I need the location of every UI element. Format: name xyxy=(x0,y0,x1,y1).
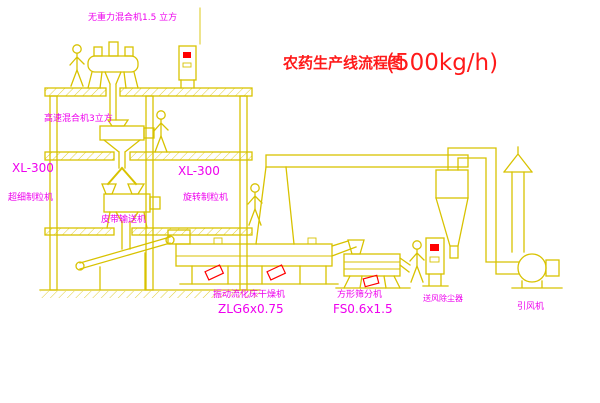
label-granulator-left-model: XL-300 xyxy=(12,161,54,175)
indicator-panel xyxy=(183,52,191,58)
dryer-outlet-chute xyxy=(331,240,357,257)
cyclone-separator-drawing xyxy=(435,169,469,259)
floor-slab xyxy=(131,227,253,236)
exhaust-stack xyxy=(503,146,533,253)
control-cabinet-1 xyxy=(178,45,197,89)
page-title-capacity: (500kg/h) xyxy=(386,50,498,76)
floor-slab xyxy=(129,151,253,161)
sieve-drawing xyxy=(335,239,411,289)
granulator-drawing xyxy=(101,183,161,250)
exhaust-hood xyxy=(255,166,295,245)
label-induced-fan: 引风机 xyxy=(517,300,544,312)
page-title: 农药生产线流程图 xyxy=(282,54,403,72)
label-sieve-name: 方形筛分机 xyxy=(337,288,382,300)
floor-slab xyxy=(44,227,115,236)
vibration-motor xyxy=(204,264,225,281)
cyclone-outlet-pipe xyxy=(447,147,520,275)
worker-figure xyxy=(153,110,169,153)
label-granulator-left-name: 超细制粒机 xyxy=(8,191,53,203)
gravity-mixer-drawing xyxy=(87,41,139,121)
control-cabinet-2 xyxy=(422,237,449,287)
vibration-motor xyxy=(362,274,380,288)
column xyxy=(239,95,248,291)
vibration-motor xyxy=(266,264,287,281)
label-sieve-model: FS0.6x1.5 xyxy=(333,302,393,316)
label-dust-collector: 送风除尘器 xyxy=(423,293,463,303)
floor-slab xyxy=(119,87,253,97)
label-belt-conveyor: 皮带输送机 xyxy=(101,213,146,225)
label-high-speed-mixer: 高速混合机3立方 xyxy=(44,112,113,124)
label-gravity-mixer: 无重力混合机1.5 立方 xyxy=(88,11,177,23)
belt-conveyor-drawing xyxy=(75,235,175,291)
label-granulator-mid-name: 旋转制粒机 xyxy=(183,191,228,203)
sieve-discharge-spouts xyxy=(399,257,411,273)
ground-hatch xyxy=(40,291,260,298)
main-duct xyxy=(265,154,469,168)
indicator-panel xyxy=(430,244,439,251)
column xyxy=(145,95,154,291)
label-dryer-model: ZLG6x0.75 xyxy=(218,302,284,316)
label-dryer-name: 振动流化床干燥机 xyxy=(213,288,285,300)
fluid-bed-dryer-drawing xyxy=(167,166,357,285)
worker-figure xyxy=(409,240,425,283)
floor-slab xyxy=(44,151,115,161)
floor-slab xyxy=(44,87,107,97)
building-structure xyxy=(39,7,261,298)
label-granulator-mid-model: XL-300 xyxy=(178,164,220,178)
induced-fan-drawing xyxy=(511,253,563,289)
high-speed-mixer-drawing xyxy=(99,119,155,186)
worker-figure xyxy=(69,44,85,87)
